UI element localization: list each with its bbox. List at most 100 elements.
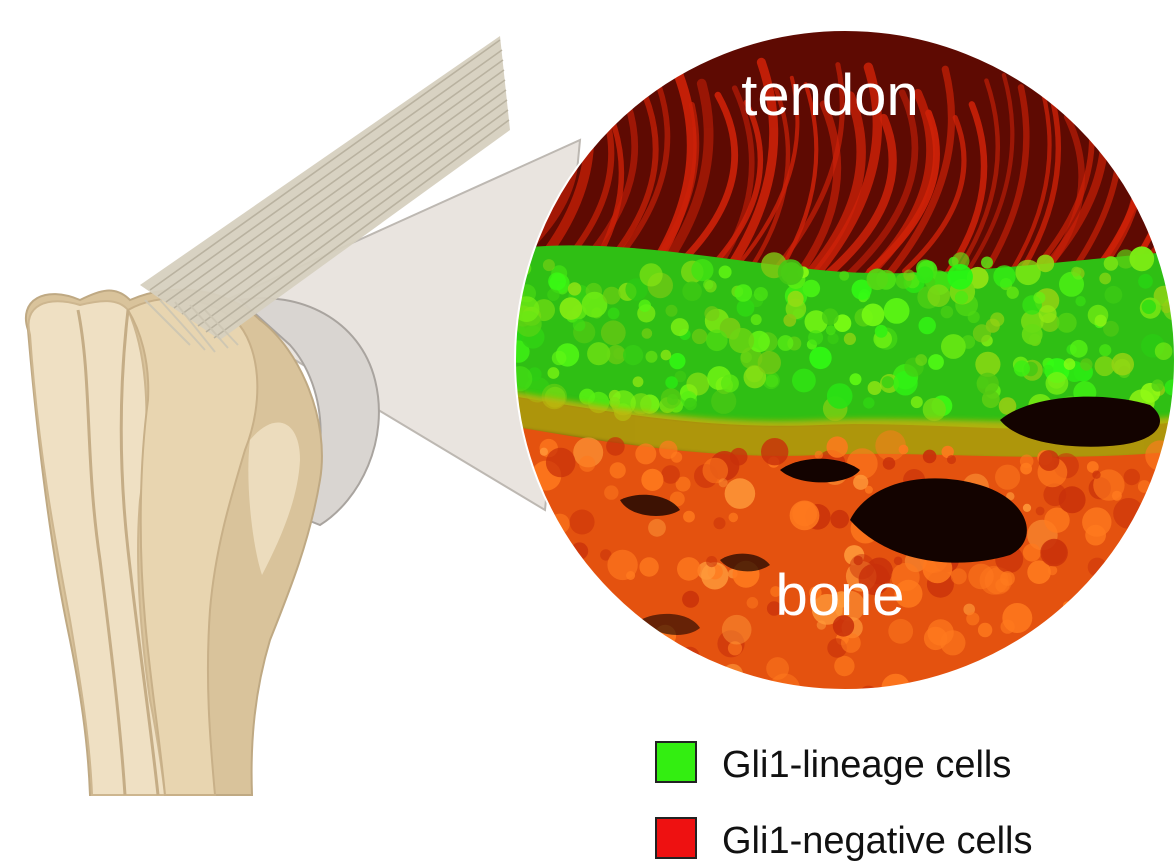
legend-swatch-red: [656, 818, 696, 858]
bone-texture-spot: [706, 556, 717, 567]
green-cell: [684, 398, 697, 411]
green-cell: [706, 330, 728, 352]
bone-texture-spot: [680, 647, 699, 666]
bone-texture-spot: [790, 501, 820, 531]
green-cell: [981, 257, 993, 269]
green-cell: [1129, 246, 1154, 271]
green-cell: [1152, 379, 1164, 391]
bone-texture-spot: [1135, 584, 1160, 609]
green-cell: [1104, 256, 1118, 270]
green-cell: [751, 314, 762, 325]
green-cell: [947, 264, 973, 290]
green-cell: [1155, 342, 1173, 360]
bone-texture-spot: [635, 443, 656, 464]
green-cell: [1070, 340, 1088, 358]
green-cell: [552, 351, 567, 366]
green-cell: [916, 266, 933, 283]
green-cell: [661, 388, 681, 408]
bone-texture-spot: [519, 539, 542, 562]
green-cell: [623, 345, 643, 365]
green-cell: [703, 279, 713, 289]
green-cell: [682, 282, 702, 302]
green-cell: [778, 259, 804, 285]
bone-texture-spot: [607, 550, 637, 580]
green-cell: [941, 334, 966, 359]
bone-texture-spot: [1151, 539, 1176, 567]
bone-texture-spot: [834, 656, 854, 676]
green-cell: [548, 272, 566, 290]
green-cell: [666, 305, 678, 317]
bone-texture-spot: [1126, 679, 1145, 698]
bone-texture-spot: [598, 605, 612, 619]
bone-texture-spot: [576, 607, 607, 638]
green-cell: [543, 259, 555, 271]
bone-texture-spot: [1068, 642, 1093, 667]
green-cell: [862, 304, 885, 327]
bone-texture-spot: [610, 656, 626, 672]
bone-texture-spot: [1020, 455, 1034, 469]
green-cell: [1165, 253, 1176, 265]
bone-texture-spot: [535, 518, 558, 541]
green-cell: [1064, 358, 1076, 370]
bone-texture-spot: [761, 438, 788, 465]
bone-texture-spot: [715, 679, 730, 694]
bone-texture-spot: [1112, 491, 1122, 501]
bone-texture-spot: [683, 511, 695, 523]
bone-texture-spot: [579, 456, 595, 472]
green-cell: [826, 325, 836, 335]
bone-texture-spot: [610, 462, 626, 478]
bone-texture-spot: [1142, 634, 1163, 655]
bone-texture-spot: [853, 475, 868, 490]
bone-texture-spot: [1085, 525, 1106, 546]
green-cell: [927, 284, 950, 307]
bone-texture-spot: [540, 448, 548, 456]
bone-texture-spot: [543, 561, 561, 579]
green-cell: [778, 335, 794, 351]
green-cell: [839, 271, 849, 281]
bone-texture-spot: [566, 582, 586, 602]
bone-texture-spot: [1143, 659, 1158, 674]
green-cell: [1111, 353, 1134, 376]
bone-texture-spot: [1103, 568, 1133, 598]
green-cell: [1037, 255, 1055, 273]
green-cell: [868, 381, 882, 395]
green-cell: [792, 369, 816, 393]
green-cell: [669, 353, 685, 369]
bone-texture-spot: [747, 597, 759, 609]
bone-texture-spot: [604, 485, 618, 499]
green-cell: [803, 280, 821, 298]
green-cell: [1059, 272, 1084, 297]
bone-texture-spot: [957, 675, 968, 686]
bone-texture-spot: [675, 653, 702, 680]
green-cell: [721, 374, 739, 392]
bone-texture-spot: [956, 682, 976, 702]
bone-texture-spot: [631, 661, 642, 672]
green-cell: [579, 389, 595, 405]
green-cell: [735, 284, 753, 302]
green-cell: [1168, 271, 1176, 292]
green-cell: [642, 328, 653, 339]
bone-texture-spot: [714, 517, 726, 529]
green-cell: [640, 263, 663, 286]
bone-texture-spot: [1144, 650, 1176, 682]
green-cell: [737, 299, 755, 317]
bone-texture-spot: [1036, 507, 1045, 516]
bone-texture-spot: [586, 627, 602, 643]
bone-texture-spot: [995, 465, 1020, 490]
green-cell: [809, 347, 831, 369]
green-cell: [665, 376, 678, 389]
green-cell: [1099, 273, 1111, 285]
bone-texture-spot: [1113, 498, 1144, 529]
green-cell: [844, 333, 856, 345]
bone-texture-spot: [899, 445, 909, 455]
green-cell: [1075, 296, 1085, 306]
bone-texture-spot: [978, 623, 992, 637]
bone-texture-spot: [1098, 592, 1117, 611]
green-cell: [646, 351, 658, 363]
green-cell: [955, 291, 968, 304]
bone-texture-spot: [1092, 471, 1100, 479]
bone-texture-spot: [966, 612, 979, 625]
green-cell: [993, 265, 1015, 287]
bone-texture-spot: [722, 615, 752, 645]
